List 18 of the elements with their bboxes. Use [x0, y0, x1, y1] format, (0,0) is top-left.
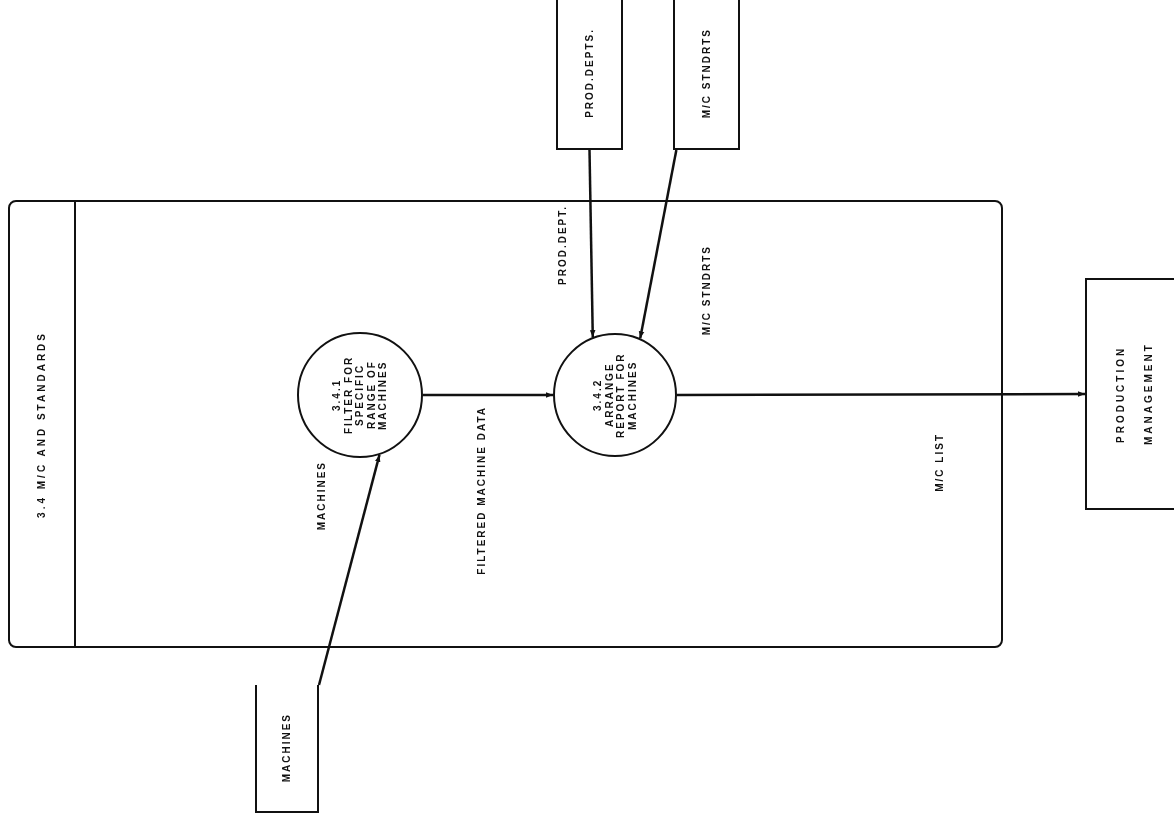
data-flow-arrow: [638, 149, 678, 339]
data-store: [673, 0, 740, 150]
process-number: 3.4.1: [331, 377, 343, 414]
data-flow-arrow: [677, 391, 1085, 397]
process-name: ARRANGE REPORT FOR MACHINES: [603, 351, 638, 440]
entity-name: PRODUCTION MANAGEMENT: [1114, 341, 1155, 448]
data-flow-arrow: [317, 454, 381, 686]
store-name: PROD.DEPTS.: [583, 28, 596, 118]
data-store: [556, 0, 623, 150]
external-entity-box: [1085, 278, 1174, 510]
data-flow-arrow: [588, 149, 596, 338]
store-name: M/C STNDRTS: [700, 27, 713, 119]
process-number: 3.4.2: [592, 377, 604, 414]
data-store: [255, 685, 319, 813]
store-name: MACHINES: [281, 713, 293, 783]
process-name: FILTER FOR SPECIFIC RANGE OF MACHINES: [342, 354, 389, 437]
group-title: 3.4 M/C AND STANDARDS: [36, 330, 48, 518]
data-flow-arrow: [423, 392, 553, 398]
